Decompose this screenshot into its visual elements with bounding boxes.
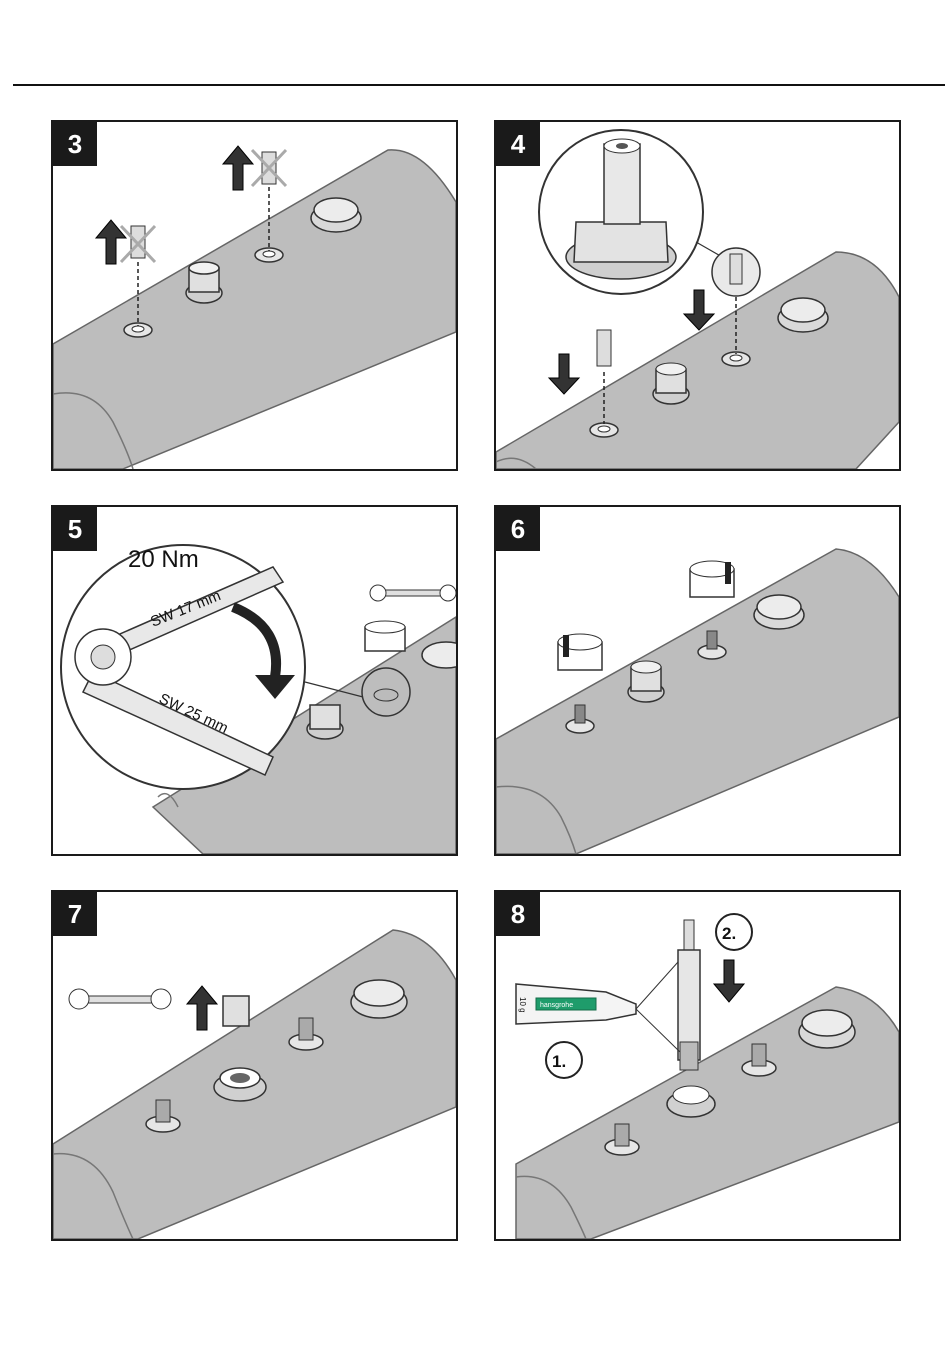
- step-3-illustration: [53, 122, 456, 469]
- step-number: 7: [53, 892, 97, 936]
- shower-body: [496, 252, 899, 469]
- arrow-down-icon: [684, 290, 714, 330]
- wrench-icon: [370, 585, 456, 601]
- substep-2-label: 2.: [722, 924, 736, 943]
- wrench-icon: [69, 989, 171, 1009]
- tube-size-label: 10 g: [518, 997, 527, 1013]
- shower-body: [53, 150, 456, 469]
- hex-nut: [223, 996, 249, 1026]
- step-6-illustration: [496, 507, 899, 854]
- rotate-arrow-icon: [690, 561, 734, 597]
- step-number: 3: [53, 122, 97, 166]
- step-6-panel: 6: [494, 505, 901, 856]
- torque-label: 20 Nm: [128, 546, 199, 573]
- step-5-panel: 5 20 Nm SW 17 mm SW 25 mm: [51, 505, 458, 856]
- arrow-up-icon: [187, 986, 217, 1030]
- step-number: 8: [496, 892, 540, 936]
- step-4-illustration: [496, 122, 899, 469]
- step-7-panel: 7: [51, 890, 458, 1241]
- arrow-down-icon: [714, 960, 744, 1002]
- step-number: 4: [496, 122, 540, 166]
- arrow-down-icon: [549, 354, 579, 394]
- arrow-up-icon: [223, 146, 253, 190]
- tube-brand-label: hansgrohe: [540, 1002, 573, 1009]
- step-number: 6: [496, 507, 540, 551]
- top-rule: [13, 84, 945, 86]
- step-4-panel: 4: [494, 120, 901, 471]
- cartridge: [678, 920, 700, 1070]
- step-7-illustration: [53, 892, 456, 1239]
- grease-tube-icon: hansgrohe 10 g: [516, 984, 636, 1024]
- crossed-out-icon: [121, 226, 155, 262]
- step-number: 5: [53, 507, 97, 551]
- rotate-arrow-icon: [558, 634, 602, 670]
- step-8-illustration: hansgrohe 10 g 1. 2.: [496, 892, 899, 1239]
- crossed-out-icon: [252, 150, 286, 186]
- step-8-panel: 8 hansgrohe 10 g 1. 2.: [494, 890, 901, 1241]
- step-5-illustration: 20 Nm SW 17 mm SW 25 mm: [53, 507, 456, 854]
- substep-1-label: 1.: [552, 1052, 566, 1071]
- step-3-panel: 3: [51, 120, 458, 471]
